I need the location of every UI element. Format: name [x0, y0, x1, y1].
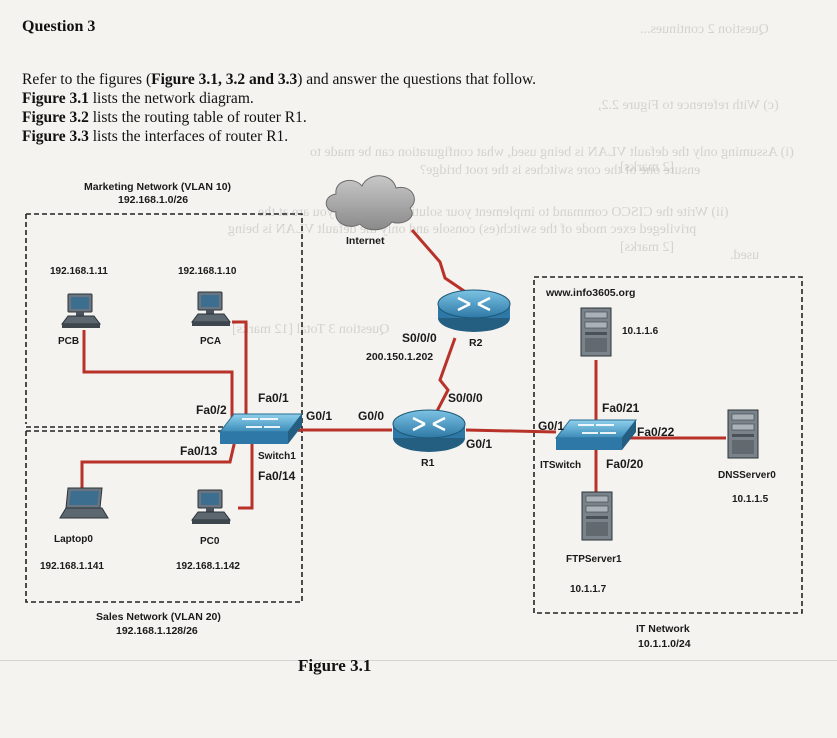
link-laptop0-switch1	[80, 435, 238, 488]
link-r1-itswitch	[465, 428, 557, 434]
link-pcb-switch1	[82, 330, 234, 418]
intro-line-2: Figure 3.1 lists the network diagram.	[22, 90, 254, 107]
it-fa020-label: Fa0/20	[606, 457, 644, 471]
pca-label: PCA	[200, 336, 221, 347]
link-r2-internet-serial	[410, 229, 471, 297]
intro-line-1: Refer to the figures (Figure 3.1, 3.2 an…	[22, 71, 537, 88]
pc0-computer-icon	[191, 489, 231, 525]
link-r1-r2-serial	[434, 337, 457, 414]
it-fa021-label: Fa0/21	[602, 401, 640, 415]
r1-label: R1	[421, 457, 435, 469]
ftp-server-label: FTPServer1	[566, 554, 622, 565]
dns-server-label: DNSServer0	[718, 470, 776, 481]
pca-ip: 192.168.1.10	[178, 266, 237, 277]
r1-g01-label: G0/1	[466, 437, 492, 451]
intro-line-4: Figure 3.3 lists the interfaces of route…	[22, 128, 289, 145]
web-server-ip: 10.1.1.6	[622, 326, 659, 337]
ftp-server-icon	[581, 491, 613, 541]
s1-fa013-label: Fa0/13	[180, 444, 218, 458]
link-pc0-switch1	[238, 440, 254, 510]
switch1-label: Switch1	[258, 451, 296, 462]
s1-fa01-label: Fa0/1	[258, 391, 289, 405]
switch1-icon	[218, 413, 304, 444]
pc0-ip: 192.168.1.142	[176, 561, 240, 572]
marketing-network-subnet: 192.168.1.0/26	[118, 194, 188, 206]
router-r1-icon	[392, 409, 466, 452]
intro-line-3: Figure 3.2 lists the routing table of ro…	[22, 109, 307, 126]
web-server-icon	[580, 307, 612, 357]
question-title: Question 3	[22, 18, 96, 35]
internet-label: Internet	[346, 235, 385, 247]
internet-cloud-icon	[325, 175, 415, 231]
pcb-label: PCB	[58, 336, 79, 347]
vlan-separator	[26, 426, 302, 432]
dns-server-ip: 10.1.1.5	[732, 494, 769, 505]
pcb-computer-icon	[61, 293, 101, 329]
sales-network-name: Sales Network (VLAN 20)	[96, 611, 221, 623]
r2-ip-label: 200.150.1.202	[366, 351, 433, 363]
links	[80, 229, 726, 510]
vlan10-boundary	[25, 213, 303, 430]
it-fa022-label: Fa0/22	[637, 425, 675, 439]
s1-fa02-label: Fa0/2	[196, 403, 227, 417]
figure-caption: Figure 3.1	[298, 656, 372, 675]
it-boundary	[533, 276, 803, 614]
r2-label: R2	[469, 337, 483, 349]
r1-s000-label: S0/0/0	[448, 391, 483, 405]
page-divider	[0, 660, 837, 661]
laptop0-ip: 192.168.1.141	[40, 561, 104, 572]
it-g01-label: G0/1	[538, 419, 564, 433]
marketing-network-name: Marketing Network (VLAN 10)	[84, 181, 231, 193]
r2-s000-label: S0/0/0	[402, 331, 437, 345]
laptop0-icon	[59, 487, 109, 519]
it-network-url: www.info3605.org	[545, 287, 635, 299]
pc0-label: PC0	[200, 536, 220, 547]
it-network-subnet: 10.1.1.0/24	[638, 638, 691, 650]
vlan20-boundary	[25, 431, 303, 603]
s1-g01-label: G0/1	[306, 409, 332, 423]
intro-text: Refer to the figures (Figure 3.1, 3.2 an…	[22, 70, 536, 146]
r1-g00-label: G0/0	[358, 409, 384, 423]
itswitch-label: ITSwitch	[540, 460, 581, 471]
s1-fa014-label: Fa0/14	[258, 469, 296, 483]
itswitch-icon	[554, 419, 638, 450]
link-pca-switch1	[232, 320, 248, 418]
it-network-name: IT Network	[636, 623, 690, 635]
pca-computer-icon	[191, 291, 231, 327]
sales-network-subnet: 192.168.1.128/26	[116, 625, 198, 637]
dns-server-icon	[727, 409, 759, 459]
laptop0-label: Laptop0	[54, 534, 93, 545]
ftp-server-ip: 10.1.1.7	[570, 584, 607, 595]
router-r2-icon	[437, 289, 511, 332]
pcb-ip: 192.168.1.11	[50, 266, 108, 277]
